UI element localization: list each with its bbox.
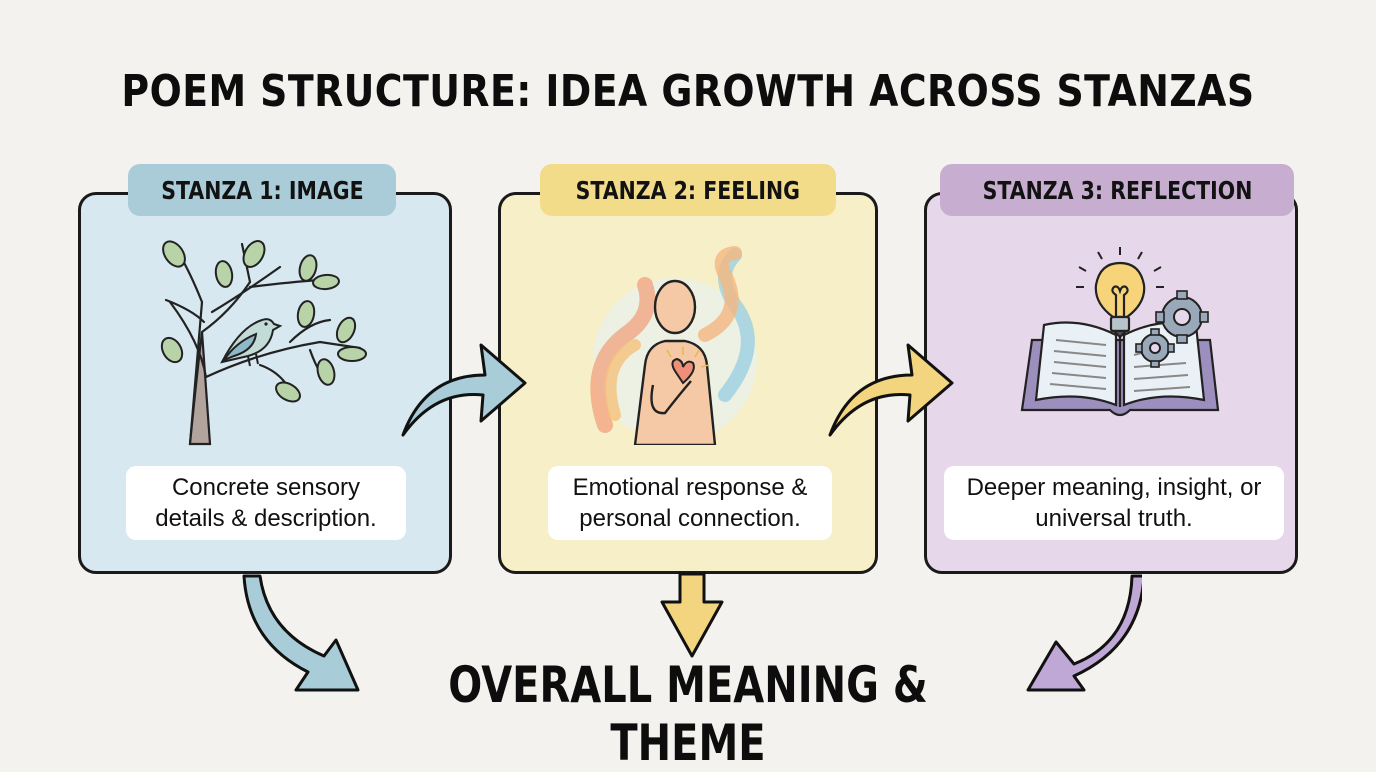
tree-with-bird-icon: [160, 240, 367, 446]
overall-meaning-theme-heading: OVERALL MEANING & THEME: [448, 656, 928, 772]
stanza-1-label-tab: STANZA 1: IMAGE: [128, 164, 396, 216]
arrow-stanza-3-to-theme-icon: [1026, 574, 1142, 692]
arrow-stanza-2-to-theme-icon: [660, 572, 724, 658]
arrow-stanza-1-to-2-icon: [401, 343, 527, 437]
stanza-3-label-tab: STANZA 3: REFLECTION: [940, 164, 1294, 216]
stanza-1-description: Concrete sensory details & description.: [126, 466, 406, 540]
stanza-3-description: Deeper meaning, insight, or universal tr…: [944, 466, 1284, 540]
diagram-title: POEM STRUCTURE: IDEA GROWTH ACROSS STANZ…: [121, 66, 1255, 117]
stanza-2-label: STANZA 2: FEELING: [575, 175, 801, 205]
arrow-stanza-2-to-3-icon: [828, 343, 954, 437]
stanza-2-description: Emotional response & personal connection…: [548, 466, 832, 540]
stanza-1-label: STANZA 1: IMAGE: [160, 175, 364, 205]
stanza-2-label-tab: STANZA 2: FEELING: [540, 164, 836, 216]
open-book-lightbulb-gears-icon: [1020, 247, 1220, 417]
arrow-stanza-1-to-theme-icon: [242, 574, 360, 692]
stanza-3-label: STANZA 3: REFLECTION: [982, 175, 1252, 205]
person-hand-on-heart-icon: [590, 246, 757, 445]
